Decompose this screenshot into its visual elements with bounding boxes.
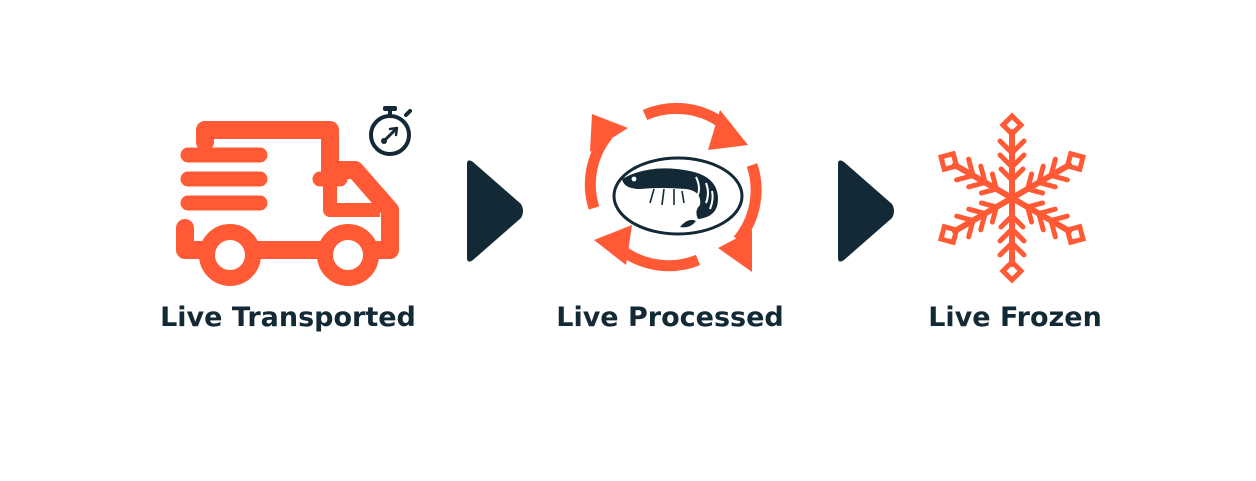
shrimp-icon [612,156,744,236]
chevron-right-arrow-icon [467,160,523,262]
delivery-truck-icon [176,121,399,286]
step-label-live-processed: Live Processed [556,302,784,333]
stopwatch-icon [369,106,412,156]
snowflake-icon [936,112,1088,282]
chevron-right-arrow-icon [838,160,894,262]
step-label-live-frozen: Live Frozen [928,302,1102,333]
recycle-arrows-icon [584,102,762,272]
step-label-live-transported: Live Transported [160,302,416,333]
